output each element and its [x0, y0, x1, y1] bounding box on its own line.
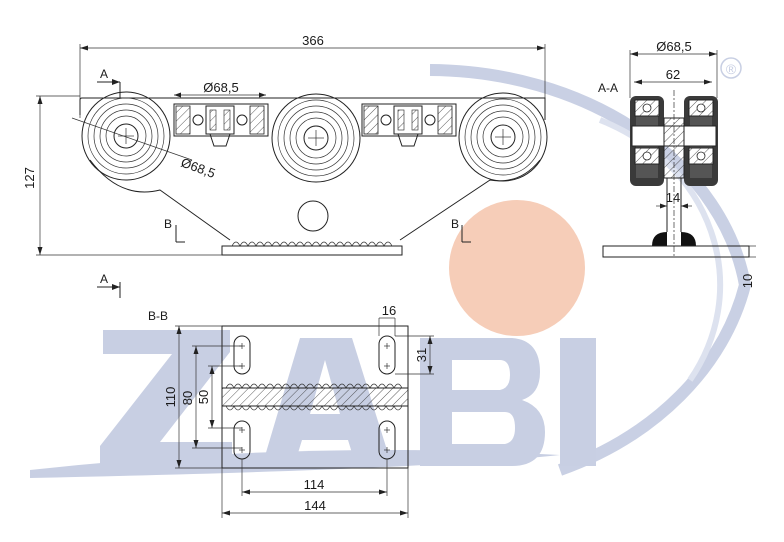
section-marker-a-bottom: A — [100, 272, 108, 286]
dim-bb-height: 110 — [163, 387, 178, 408]
dim-height: 127 — [22, 167, 37, 189]
dim-side-width: 62 — [666, 67, 680, 82]
front-view: 366 Ø68,5 A A — [22, 33, 548, 298]
bb-stem-section — [221, 387, 409, 407]
dim-wheel-dia-top: Ø68,5 — [203, 80, 238, 95]
dim-wheel-dia-diag: Ø68,5 — [179, 155, 217, 181]
dim-total-width: 366 — [302, 33, 324, 48]
weld-bead — [231, 241, 393, 247]
wheel-right — [458, 92, 548, 182]
dim-bb-114: 114 — [304, 477, 325, 492]
dim-bb-80: 80 — [180, 391, 195, 405]
registered-circle — [720, 57, 742, 79]
bb-slot-top-left — [233, 335, 251, 375]
wheel-middle — [271, 93, 361, 183]
watermark-swoosh — [30, 450, 560, 478]
watermark-sun — [449, 200, 585, 336]
base-plate-side — [602, 245, 750, 258]
section-marker-b-left: B — [164, 217, 172, 231]
section-label-aa: A-A — [598, 81, 618, 95]
weld-fillet — [652, 232, 667, 246]
dim-bb-144: 144 — [304, 498, 326, 513]
dim-side-dia: Ø68,5 — [656, 39, 691, 54]
dim-plate-thk: 10 — [740, 274, 755, 288]
bb-slot-top-right — [378, 335, 396, 375]
dim-slot-length: 31 — [414, 348, 429, 362]
base-plate-front — [221, 245, 403, 256]
watermark-arc — [429, 64, 752, 476]
watermark-logo: ® — [30, 57, 752, 478]
dim-stem: 14 — [666, 190, 680, 205]
section-label-bb: B-B — [148, 309, 168, 323]
registered-mark: ® — [726, 61, 737, 77]
section-marker-a-top: A — [100, 67, 108, 81]
dim-bb-50: 50 — [196, 390, 211, 404]
watermark-letters — [100, 330, 596, 466]
wheel-left — [81, 91, 171, 181]
side-view-aa: A-A Ø68,5 62 — [598, 39, 756, 288]
dim-slot-width: 16 — [382, 303, 396, 318]
section-view-bb: B-B 110 80 50 — [148, 303, 434, 518]
bearing-unit-right — [361, 103, 457, 147]
section-marker-b-right: B — [451, 217, 459, 231]
bearing-unit-left — [173, 103, 269, 147]
